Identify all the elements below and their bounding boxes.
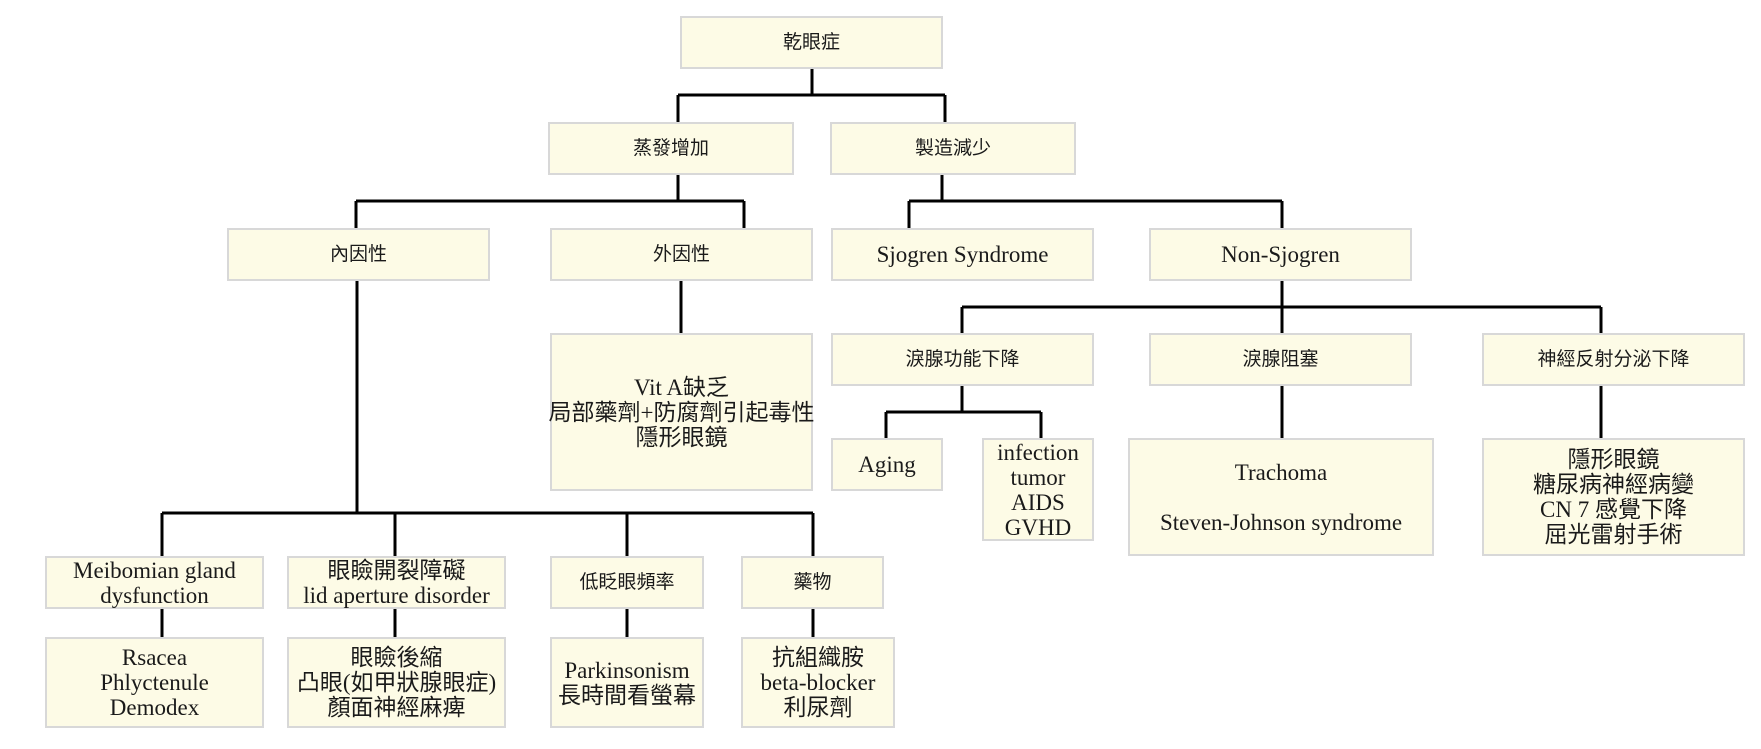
- node-text-line: 局部藥劑+防腐劑引起毒性: [548, 399, 815, 425]
- node-text-line: Steven-Johnson syndrome: [1159, 509, 1403, 535]
- node-text-line: 利尿劑: [783, 695, 853, 720]
- node-text-line: 隱形眼鏡: [1567, 447, 1660, 472]
- node-text-line: 凸眼(如甲狀腺眼症): [296, 670, 497, 695]
- node-text-line: Parkinsonism: [564, 657, 690, 683]
- node-dry-eye: 乾眼症: [680, 16, 943, 69]
- node-text-line: 長時間看螢幕: [558, 682, 696, 708]
- node-non-sjogren: Non-Sjogren: [1149, 228, 1412, 281]
- node-text-line: Demodex: [109, 695, 200, 720]
- node-decreased-production: 製造減少: [830, 122, 1076, 175]
- node-text-line: 神經反射分泌下降: [1537, 348, 1690, 370]
- node-drugs: 藥物: [741, 556, 884, 609]
- node-increased-evaporation: 蒸發增加: [548, 122, 794, 175]
- node-sjogren-syndrome: Sjogren Syndrome: [831, 228, 1094, 281]
- node-lacrimal-obstruction: 淚腺阻塞: [1149, 333, 1412, 386]
- node-low-blink-rate: 低眨眼頻率: [550, 556, 704, 609]
- node-text-line: CN 7 感覺下降: [1540, 497, 1687, 522]
- node-text-line: dysfunction: [100, 582, 209, 608]
- node-text-line: GVHD: [1004, 514, 1072, 540]
- node-text-line: beta-blocker: [760, 670, 876, 695]
- node-text-line: 顏面神經麻痺: [327, 695, 466, 720]
- node-text-line: Vit A缺乏: [633, 374, 730, 400]
- node-text-line: Aging: [858, 452, 916, 477]
- node-text-line: 藥物: [793, 571, 832, 593]
- node-text-line: infection: [997, 439, 1079, 465]
- node-extrinsic: 外因性: [550, 228, 813, 281]
- node-lid-causes: 眼瞼後縮凸眼(如甲狀腺眼症)顏面神經麻痺: [287, 637, 506, 728]
- node-text-line: 眼瞼開裂障礙: [327, 557, 466, 583]
- node-text-line: 低眨眼頻率: [579, 571, 675, 593]
- node-text-line: lid aperture disorder: [303, 582, 490, 608]
- node-text-line: 屈光雷射手術: [1544, 522, 1683, 547]
- node-trachoma-causes: Trachoma Steven-Johnson syndrome: [1128, 438, 1434, 556]
- node-text-line: 糖尿病神經病變: [1533, 472, 1694, 497]
- node-extrinsic-causes: Vit A缺乏局部藥劑+防腐劑引起毒性隱形眼鏡: [548, 333, 815, 491]
- node-text-line: 乾眼症: [782, 31, 840, 53]
- node-text-line: 眼瞼後縮: [350, 645, 443, 670]
- node-intrinsic: 內因性: [227, 228, 490, 281]
- node-text-line: Phlyctenule: [100, 670, 209, 695]
- node-text-line: 淚腺阻塞: [1242, 348, 1319, 370]
- node-aging: Aging: [831, 438, 943, 491]
- node-text-line: 抗組織胺: [772, 645, 864, 670]
- node-text-line: Trachoma: [1234, 459, 1328, 485]
- node-neural-reflex-decline: 神經反射分泌下降: [1482, 333, 1745, 386]
- node-text-line: tumor: [1010, 464, 1066, 490]
- node-text-line: 蒸發增加: [632, 137, 709, 159]
- node-text-line: Meibomian gland: [73, 557, 236, 583]
- node-text-line: Rsacea: [121, 645, 188, 670]
- node-text-line: [1278, 485, 1284, 510]
- node-text-line: 內因性: [329, 243, 387, 265]
- node-text-line: 隱形眼鏡: [635, 424, 728, 450]
- node-text-line: Non-Sjogren: [1221, 242, 1340, 267]
- node-text-line: 製造減少: [914, 137, 991, 159]
- node-text-line: Sjogren Syndrome: [876, 242, 1049, 267]
- node-text-line: AIDS: [1011, 489, 1065, 515]
- node-lacrimal-function-decline: 淚腺功能下降: [831, 333, 1094, 386]
- node-text-line: 淚腺功能下降: [905, 348, 1020, 370]
- node-text-line: 外因性: [652, 243, 710, 265]
